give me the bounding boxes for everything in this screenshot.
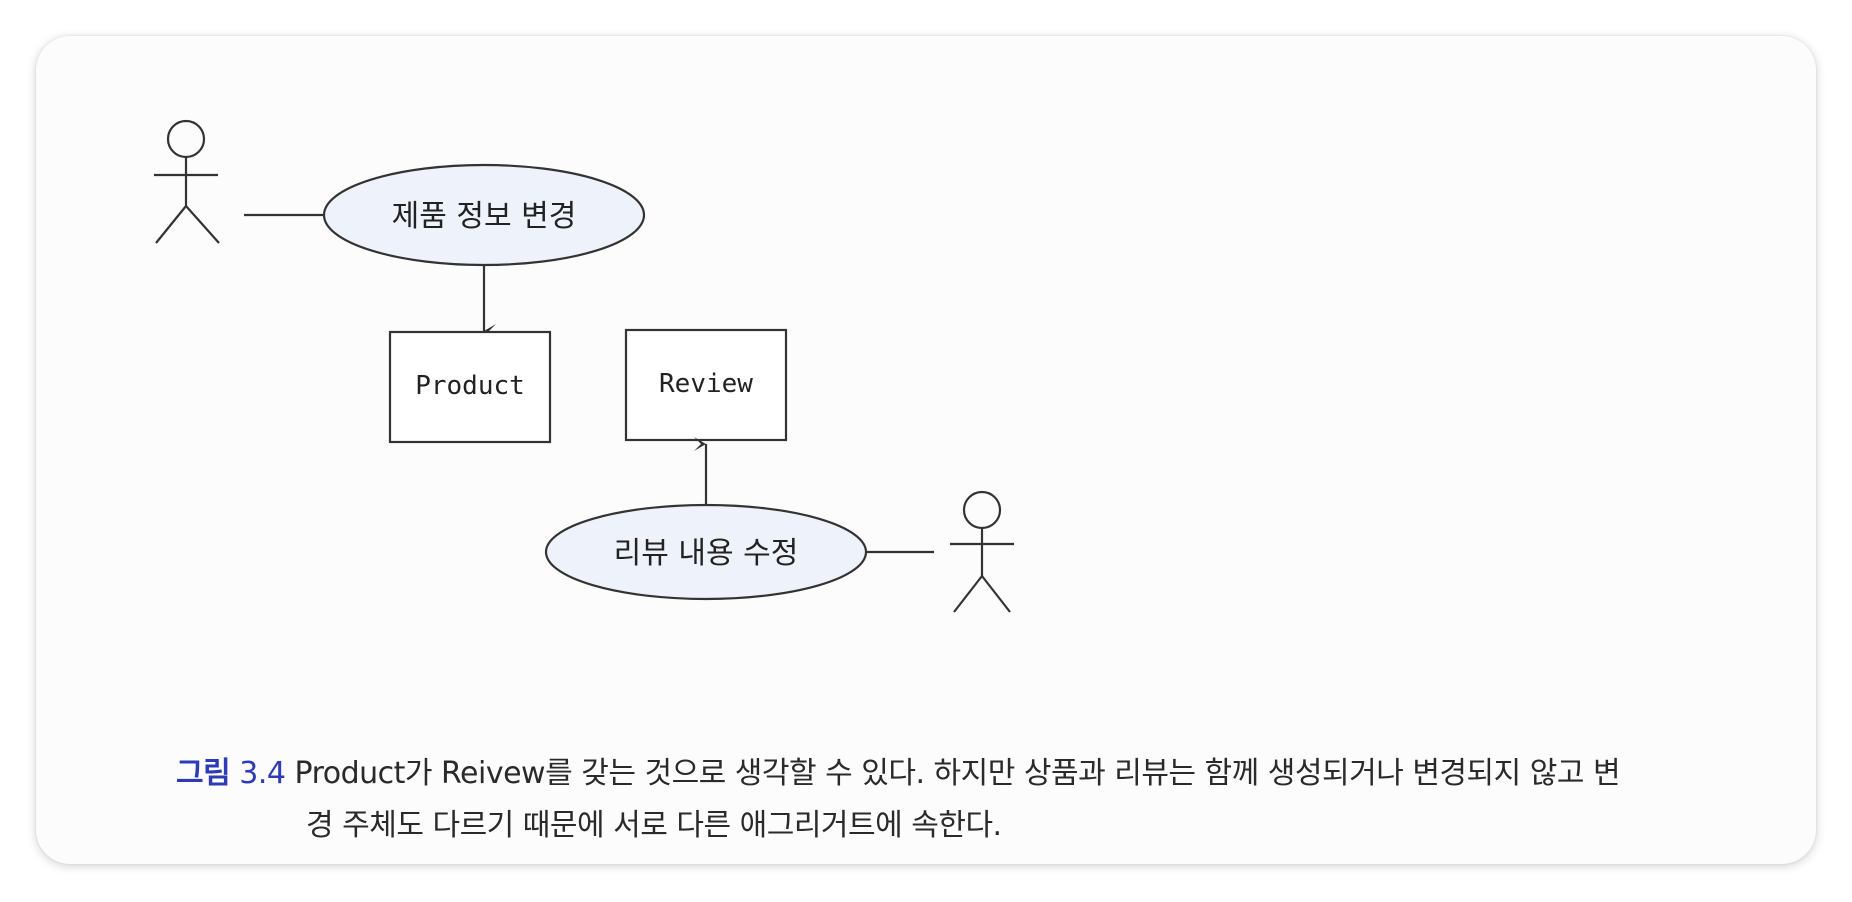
- usecase-edit-review-content-label: 리뷰 내용 수정: [614, 536, 799, 571]
- caption-number: 3.4: [239, 756, 286, 791]
- actor-reviewer-icon: [950, 490, 1014, 613]
- figure-caption: 그림 3.4 Product가 Reivew를 갖는 것으로 생각할 수 있다.…: [176, 748, 1796, 852]
- usecase-edit-review-content: 리뷰 내용 수정: [544, 503, 868, 601]
- product-box-label: Product: [415, 371, 525, 401]
- usecase-diagram: 제품 정보 변경 Product Review 리뷰 내용 수정: [154, 119, 1014, 613]
- usecase-change-product-info-label: 제품 정보 변경: [392, 199, 577, 234]
- review-box: Review: [624, 328, 788, 442]
- caption-text-line2: 경 주체도 다르기 때문에 서로 다른 애그리거트에 속한다.: [306, 808, 1002, 843]
- caption-text-line1: Product가 Reivew를 갖는 것으로 생각할 수 있다. 하지만 상품…: [294, 756, 1621, 791]
- actor-product-manager-icon: [154, 119, 220, 244]
- product-box: Product: [388, 330, 552, 444]
- usecase-change-product-info: 제품 정보 변경: [322, 163, 646, 267]
- caption-label: 그림: [176, 756, 231, 791]
- figure-card: 제품 정보 변경 Product Review 리뷰 내용 수정: [36, 36, 1816, 864]
- review-box-label: Review: [659, 369, 753, 399]
